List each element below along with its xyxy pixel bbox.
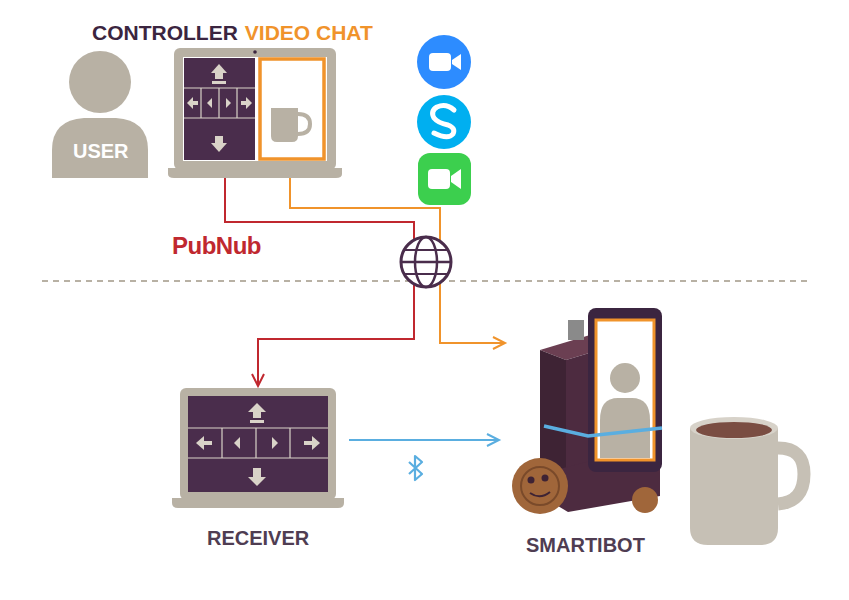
coffee <box>696 422 772 438</box>
phone-screen <box>596 320 654 460</box>
user-head <box>69 51 131 113</box>
node-label: CONTROLLER <box>92 21 238 44</box>
user-figure: USER <box>52 50 150 178</box>
laptop-base <box>172 498 344 508</box>
video-frame <box>260 59 324 159</box>
wheel-dot <box>528 477 535 484</box>
facetime-camera <box>428 169 450 189</box>
arrowhead <box>487 434 499 446</box>
connector <box>349 434 499 446</box>
person-body <box>600 398 650 458</box>
edge-label: PubNub <box>172 233 261 259</box>
skype-mark <box>433 106 454 137</box>
zoom-camera <box>429 53 451 71</box>
connector-line <box>349 439 499 441</box>
node-label: RECEIVER <box>207 527 309 549</box>
control-panel <box>184 58 255 160</box>
node-sublabel: VIDEO CHAT <box>245 21 373 44</box>
robot-wheel <box>512 458 568 514</box>
receiver-laptop: RECEIVER <box>172 388 344 508</box>
control-grid <box>188 428 328 458</box>
arrowhead <box>252 374 264 386</box>
node-label: USER <box>73 140 129 162</box>
rubber-band <box>544 426 662 436</box>
laptop-frame <box>174 48 336 170</box>
small-mug <box>271 108 298 142</box>
user-body <box>52 118 148 178</box>
small-mug-handle <box>298 114 310 134</box>
phone <box>588 308 662 472</box>
laptop-frame <box>180 388 336 500</box>
mug-handle <box>778 448 804 504</box>
laptop-base <box>168 168 342 178</box>
camera-dot <box>253 50 257 54</box>
zoom-icon <box>417 35 471 89</box>
connector <box>225 178 414 386</box>
person-head <box>610 363 640 393</box>
connector-line <box>290 178 505 343</box>
control-arrows <box>196 403 320 486</box>
mug-rim <box>690 417 778 439</box>
controller-laptop: CONTROLLERVIDEO CHAT <box>170 48 342 178</box>
arrowhead <box>493 337 505 349</box>
zoom-lens <box>452 54 461 70</box>
wheel-dot <box>542 475 549 482</box>
robot-wheel <box>632 487 658 513</box>
mug <box>690 428 778 545</box>
skype-icon <box>417 95 471 149</box>
robot-wheel-rim <box>521 467 559 505</box>
control-grid <box>184 88 255 118</box>
wheel-smile <box>530 492 550 496</box>
connector-line <box>225 178 414 386</box>
facetime-lens <box>451 169 461 189</box>
bluetooth-symbol <box>409 456 422 480</box>
smartibot-robot: SMARTIBOT <box>505 305 665 515</box>
robot-camera <box>568 320 584 340</box>
control-arrows <box>187 64 252 152</box>
internet-globe <box>401 237 451 287</box>
node-label: SMARTIBOT <box>526 534 645 556</box>
control-panel <box>188 396 328 492</box>
laptop-screen <box>183 57 327 161</box>
connector <box>290 178 505 349</box>
facetime-icon <box>418 153 471 205</box>
